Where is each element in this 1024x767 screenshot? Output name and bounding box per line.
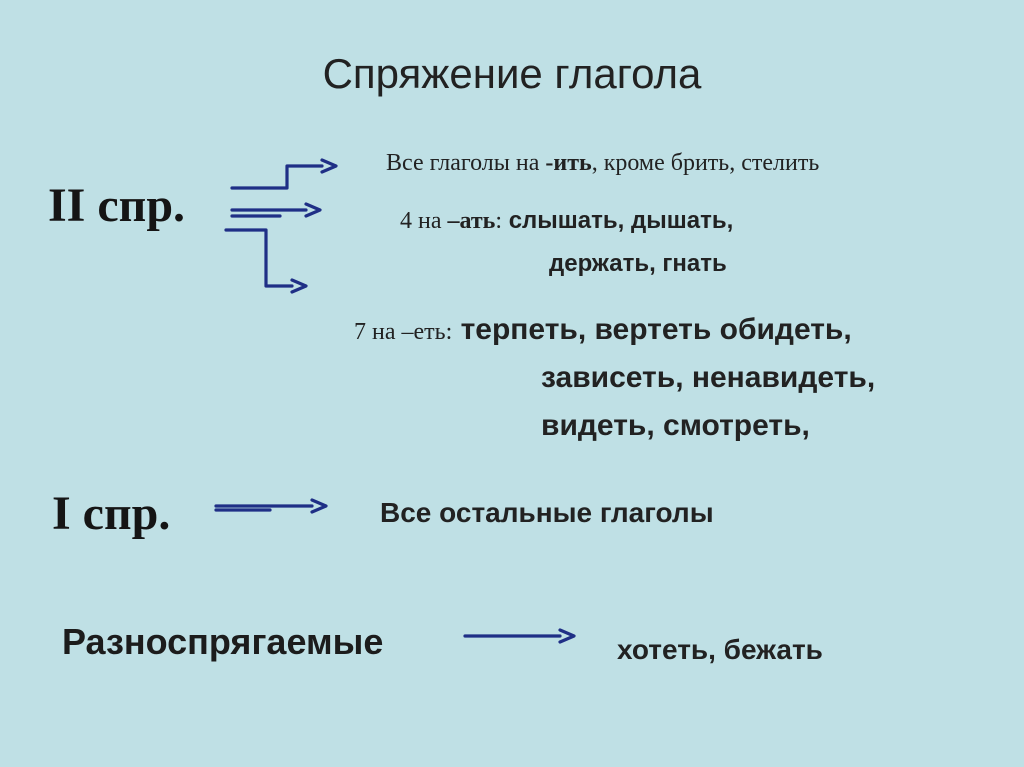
arrow-rule-1-head-icon [320,158,338,174]
second-rule-1-text: Все глаголы на [386,150,546,176]
second-rule-2-words-1: слышать, дышать, [502,207,734,234]
second-conjugation-label: II спр. [48,179,186,232]
arrow-rule-3-head-icon [290,278,308,294]
second-rule-2-words-2: держать, гнать [549,250,727,277]
second-rule-2-colon: : [495,208,503,234]
second-rule-1-suffix: -ить [545,150,592,176]
second-rule-1: Все глаголы на -ить, кроме брить, стелит… [386,150,819,177]
arrow-first-head-icon [310,498,328,514]
mixed-conjugation-label: Разноспрягаемые [62,621,384,662]
second-rule-2: 4 на –ать: слышать, дышать, [400,207,733,235]
first-conjugation-label: I спр. [52,487,171,540]
mixed-conjugation-words: хотеть, бежать [617,634,823,665]
arrow-rule-2-head-icon [304,202,322,218]
arrow-mixed-head-icon [558,628,576,644]
arrow-rule-3 [224,228,294,288]
second-rule-3-words-2: зависеть, ненавидеть, [541,361,876,394]
second-rule-3-words-3: видеть, смотреть, [541,409,810,442]
second-rule-2-prefix: 4 на [400,208,448,234]
second-rule-3: 7 на –еть: терпеть, вертеть обидеть, [354,313,852,347]
arrow-rule-1 [230,164,324,190]
second-rule-2-suffix: –ать [447,208,496,234]
second-rule-1-rest: , кроме брить, стелить [591,150,820,176]
second-rule-3-words-1: терпеть, вертеть обидеть, [452,313,852,346]
first-conjugation-rule: Все остальные глаголы [380,497,714,528]
second-rule-3-prefix: 7 на –еть: [354,319,453,345]
page-title: Спряжение глагола [322,50,702,97]
